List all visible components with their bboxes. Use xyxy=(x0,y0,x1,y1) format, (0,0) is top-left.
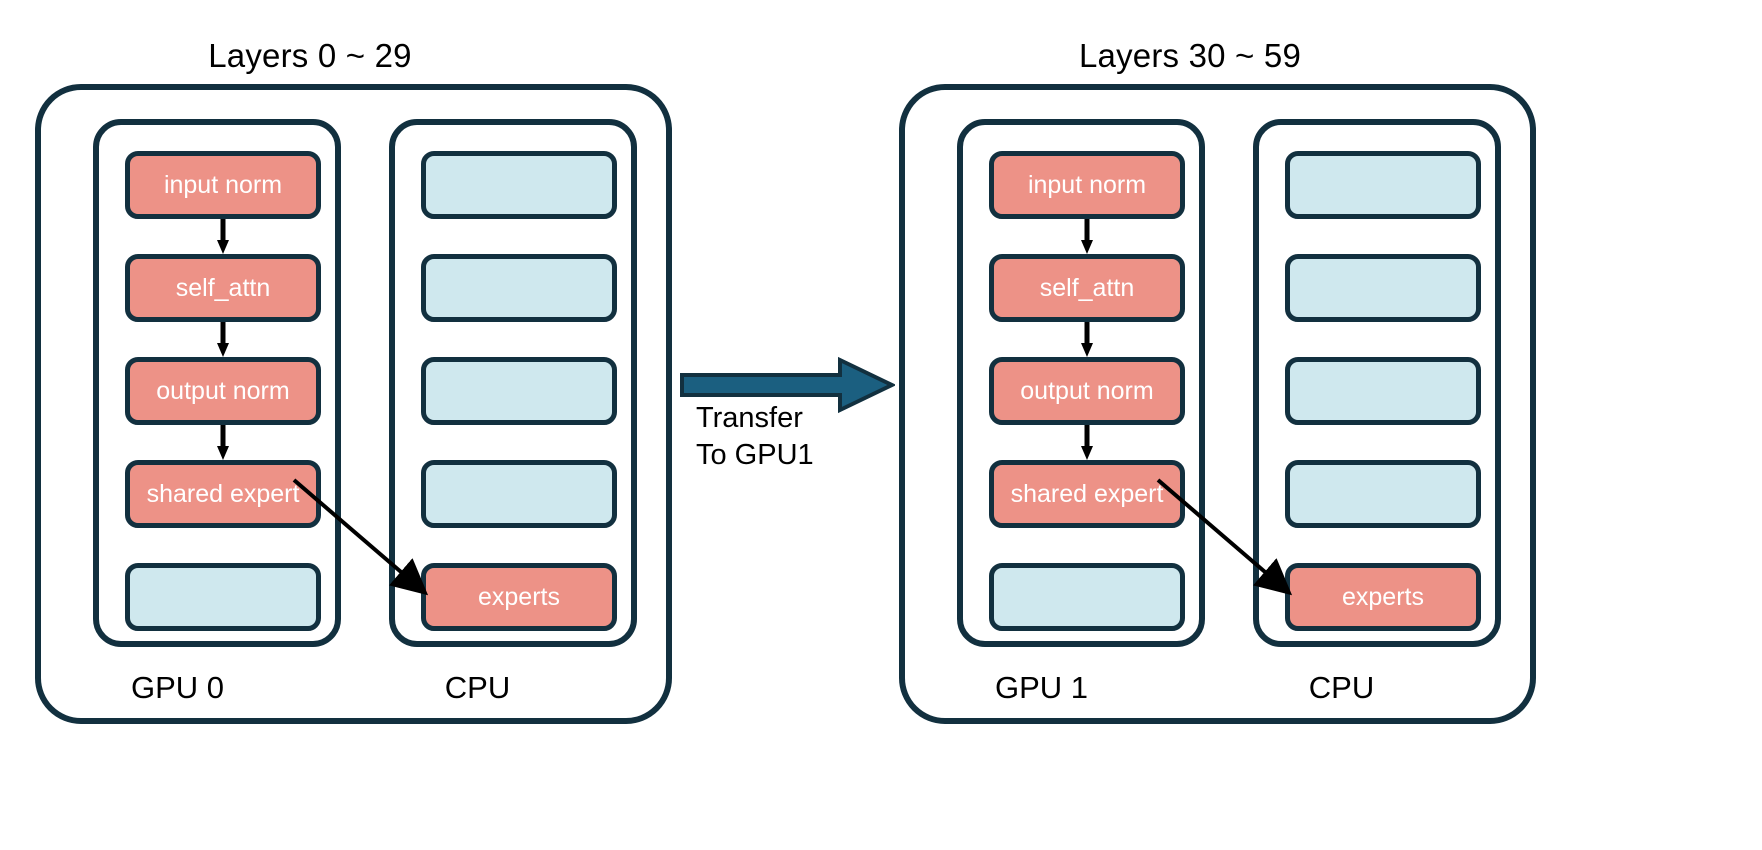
flow-arrow-icon xyxy=(217,425,229,460)
block-output-norm-gpu1[interactable]: output norm xyxy=(989,357,1185,425)
column-cpu0: experts xyxy=(389,119,637,647)
block-empty-cpu1-4[interactable] xyxy=(1285,460,1481,528)
column-cpu1: experts xyxy=(1253,119,1501,647)
panel-title-right: Layers 30 ~ 59 xyxy=(1078,37,1302,74)
column-gpu1: input norm self_attn output norm shared … xyxy=(957,119,1205,647)
block-experts-cpu1[interactable]: experts xyxy=(1285,563,1481,631)
block-empty-cpu1-1[interactable] xyxy=(1285,151,1481,219)
flow-arrow-icon xyxy=(217,322,229,357)
panel-title-left: Layers 0 ~ 29 xyxy=(208,37,412,74)
block-empty-cpu0-4[interactable] xyxy=(421,460,617,528)
block-self-attn-gpu1[interactable]: self_attn xyxy=(989,254,1185,322)
transfer-arrow-icon xyxy=(680,356,895,414)
device-label-cpu1: CPU xyxy=(1308,670,1375,705)
device-label-cpu0: CPU xyxy=(444,670,511,705)
transfer-label: Transfer To GPU1 xyxy=(678,400,893,474)
device-group-right: input norm self_attn output norm shared … xyxy=(899,84,1536,724)
block-input-norm-gpu1[interactable]: input norm xyxy=(989,151,1185,219)
flow-arrow-icon xyxy=(1081,425,1093,460)
device-label-gpu0: GPU 0 xyxy=(130,670,225,705)
flow-arrow-icon xyxy=(1081,219,1093,254)
block-empty-cpu1-3[interactable] xyxy=(1285,357,1481,425)
transfer-label-line2: To GPU1 xyxy=(696,439,814,472)
block-empty-cpu1-2[interactable] xyxy=(1285,254,1481,322)
column-gpu0: input norm self_attn output norm shared … xyxy=(93,119,341,647)
block-empty-gpu0[interactable] xyxy=(125,563,321,631)
block-shared-expert-gpu0[interactable]: shared expert xyxy=(125,460,321,528)
block-empty-cpu0-3[interactable] xyxy=(421,357,617,425)
block-experts-cpu0[interactable]: experts xyxy=(421,563,617,631)
block-shared-expert-gpu1[interactable]: shared expert xyxy=(989,460,1185,528)
block-self-attn-gpu0[interactable]: self_attn xyxy=(125,254,321,322)
block-empty-cpu0-1[interactable] xyxy=(421,151,617,219)
flow-arrow-icon xyxy=(1081,322,1093,357)
block-output-norm-gpu0[interactable]: output norm xyxy=(125,357,321,425)
block-empty-gpu1[interactable] xyxy=(989,563,1185,631)
flow-arrow-icon xyxy=(217,219,229,254)
device-group-left: input norm self_attn output norm shared … xyxy=(35,84,672,724)
block-empty-cpu0-2[interactable] xyxy=(421,254,617,322)
block-input-norm-gpu0[interactable]: input norm xyxy=(125,151,321,219)
transfer-label-line1: Transfer xyxy=(696,402,803,434)
device-label-gpu1: GPU 1 xyxy=(994,670,1089,705)
